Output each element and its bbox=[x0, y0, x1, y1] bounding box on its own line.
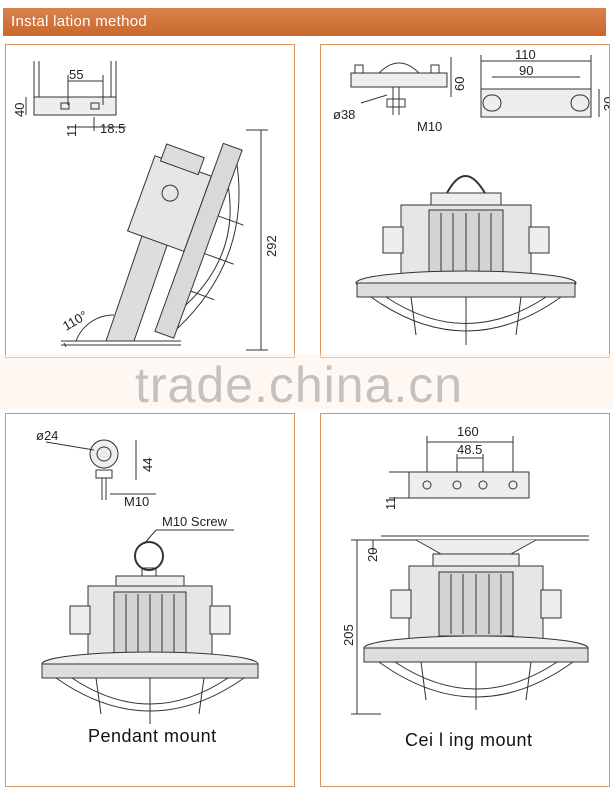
dim-110: 110 bbox=[515, 47, 536, 62]
dim-11: 11 bbox=[64, 124, 79, 138]
pendant-mount-drawing: ø24 44 M10 M10 Screw Pendant mount bbox=[36, 428, 259, 746]
dim-40: 40 bbox=[12, 103, 27, 117]
dim-90: 90 bbox=[519, 63, 533, 78]
dim-160: 160 bbox=[457, 424, 479, 439]
dim-60: 60 bbox=[452, 77, 467, 91]
dim-18-5: 18.5 bbox=[100, 121, 125, 136]
panel-bracket-mount: 55 40 11 18.5 292 110° bbox=[5, 44, 295, 358]
watermark-band bbox=[0, 354, 613, 409]
dim-38: ø38 bbox=[333, 107, 355, 122]
dim-205: 205 bbox=[341, 624, 356, 646]
panel-pipe-mount: 110 90 30 60 ø38 M10 bbox=[320, 44, 610, 358]
dim-20: 20 bbox=[365, 548, 380, 562]
dim-44: 44 bbox=[140, 458, 155, 472]
screw-label: M10 Screw bbox=[162, 514, 228, 529]
section-title: Instal lation method bbox=[11, 13, 148, 30]
watermark: trade.china.cn bbox=[135, 357, 464, 413]
dim-55: 55 bbox=[69, 67, 83, 82]
ceiling-mount-caption: Cei l ing mount bbox=[405, 730, 533, 750]
dim-292: 292 bbox=[264, 235, 279, 257]
bracket-mount-drawing: 55 40 11 18.5 292 110° bbox=[12, 61, 279, 351]
dim-24: ø24 bbox=[36, 428, 58, 443]
pendant-mount-caption: Pendant mount bbox=[88, 726, 217, 746]
panel-pendant-mount: ø24 44 M10 M10 Screw Pendant mount bbox=[5, 413, 295, 787]
pipe-mount-drawing: 110 90 30 60 ø38 M10 bbox=[333, 47, 609, 345]
section-header: Instal lation method bbox=[3, 8, 606, 36]
dim-48-5: 48.5 bbox=[457, 442, 482, 457]
ceiling-mount-drawing: 160 48.5 11 20 205 Cei l ing mount bbox=[341, 424, 589, 750]
dim-m10: M10 bbox=[417, 119, 442, 134]
dim-angle-110: 110° bbox=[60, 308, 90, 334]
dim-30: 30 bbox=[601, 97, 609, 111]
panel-ceiling-mount: 160 48.5 11 20 205 Cei l ing mount bbox=[320, 413, 610, 787]
dim-11: 11 bbox=[383, 497, 398, 511]
dim-m10: M10 bbox=[124, 494, 149, 509]
